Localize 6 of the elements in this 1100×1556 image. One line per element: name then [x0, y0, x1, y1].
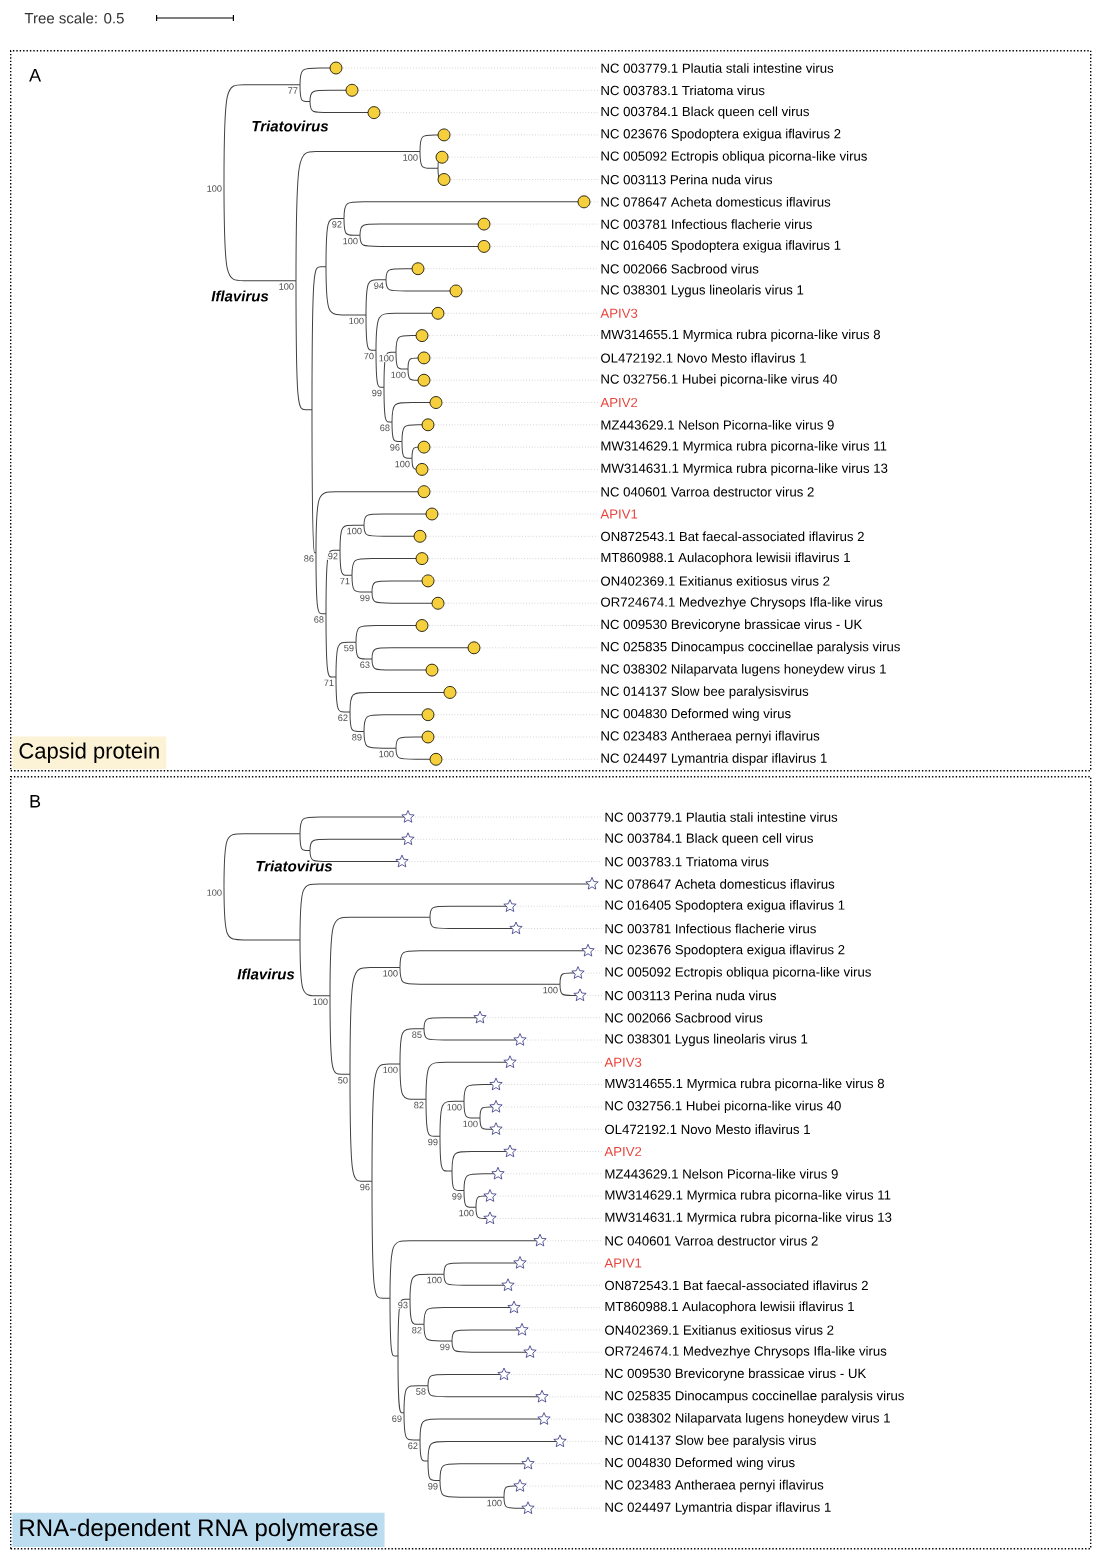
title-band: RNA-dependent RNA polymerase	[12, 1512, 385, 1547]
panel-frame	[10, 50, 1092, 772]
title-band: Capsid protein	[12, 736, 167, 769]
panel-letter: B	[30, 795, 41, 808]
panel-letter: A	[29, 69, 42, 82]
panel-frame	[10, 776, 1092, 1550]
